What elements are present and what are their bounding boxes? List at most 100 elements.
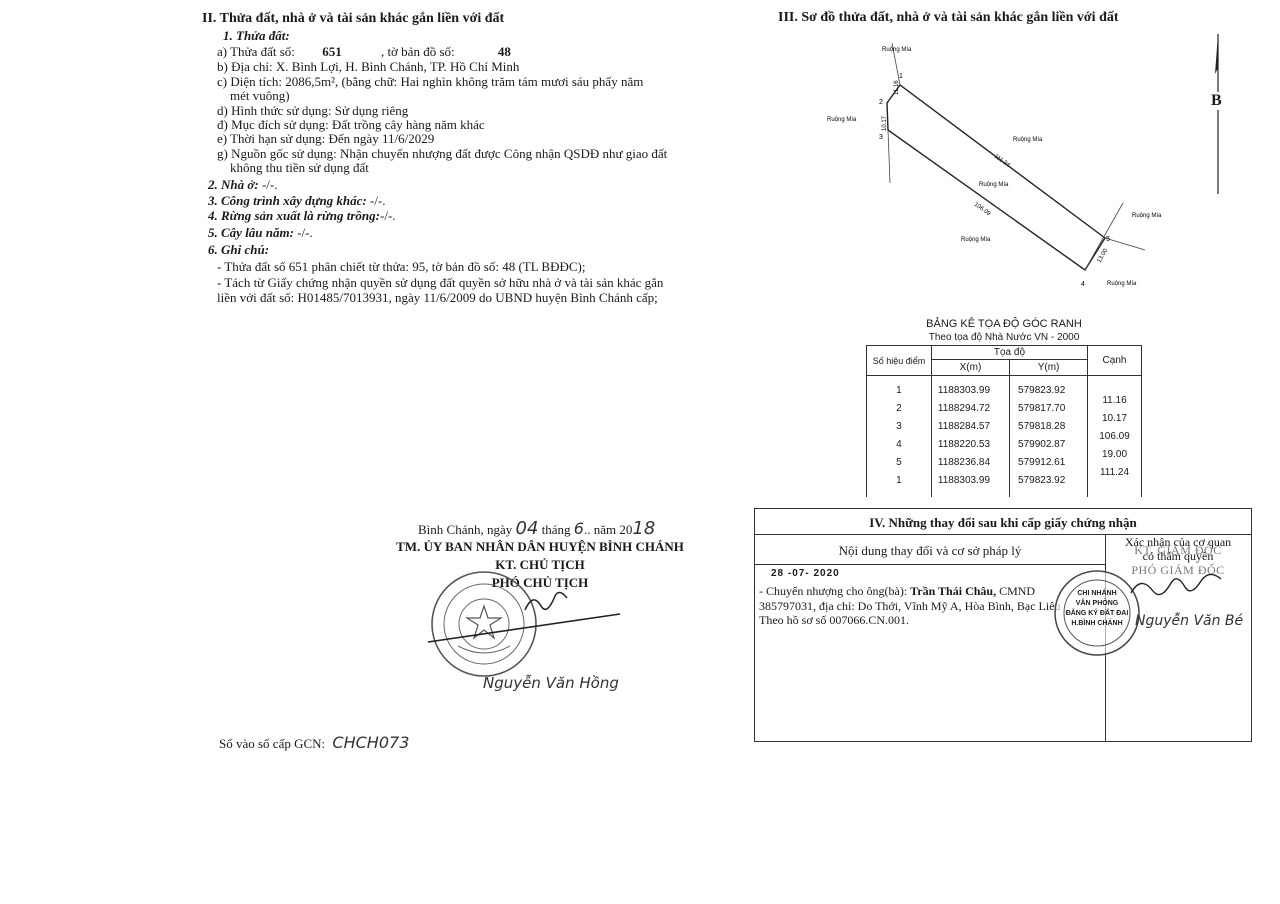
parcel-number: 651 <box>322 44 342 59</box>
house-label: 2. Nhà ở: <box>208 177 259 192</box>
table-cell: 1 <box>896 385 902 396</box>
changes-content-header: Nội dung thay đổi và cơ sở pháp lý <box>838 543 1022 558</box>
date-place-label: Bình Chánh, ngày <box>418 522 513 537</box>
building-label: 3. Công trình xây dựng khác: <box>208 193 367 208</box>
north-arrow-icon <box>1215 34 1219 194</box>
office-seal-icon <box>1054 570 1140 656</box>
note-2: - Tách từ Giấy chứng nhận quyền sử dụng … <box>217 275 664 290</box>
map-label: , tờ bản đồ số: <box>380 44 455 59</box>
table-cell: 4 <box>896 439 902 450</box>
parcel-line: a) Thửa đất số: 651 , tờ bản đồ số: 48 <box>217 44 511 59</box>
building-value: -/-. <box>366 193 386 208</box>
coord-header-edge: Cạnh <box>1087 345 1142 376</box>
office-seal-line: CHI NHÁNH <box>1077 590 1117 597</box>
change-entry-1-suffix: CMND <box>996 584 1036 598</box>
field-label: Ruộng Mía <box>1107 281 1137 287</box>
table-cell: 1 <box>896 475 902 486</box>
perennial-label: 5. Cây lâu năm: <box>208 225 294 240</box>
registry-label: Số vào sổ cấp GCN: <box>219 736 326 751</box>
change-entry-1-prefix: - Chuyển nhượng cho ông(bà): <box>759 584 908 598</box>
date-day: 04 <box>515 518 539 539</box>
field-label: Ruộng Mía <box>961 237 991 243</box>
coord-header-coords: Tọa độ <box>930 345 1089 360</box>
changes-header-divider <box>755 564 1105 565</box>
field-label: Ruộng Mía <box>1132 213 1162 219</box>
coord-table-subtitle: Theo tọa độ Nhà Nước VN - 2000 <box>928 332 1080 343</box>
date-year-label: năm 20 <box>593 522 633 537</box>
date-month: 6 <box>573 519 584 538</box>
coord-header-point: Số hiệu điểm <box>866 345 932 376</box>
boundary-line <box>1084 202 1124 271</box>
field-label: Ruộng Mía <box>1013 137 1043 143</box>
edge-label: 11.16 <box>894 80 900 95</box>
house-line: 2. Nhà ở: -/-. <box>208 177 277 192</box>
date-month-label: tháng <box>541 522 571 537</box>
issue-date: Bình Chánh, ngày 04 tháng 6.. năm 2018 <box>418 518 656 539</box>
forest-label: 4. Rừng sản xuất là rừng trồng: <box>208 208 380 223</box>
forest-value: -/-. <box>380 208 396 223</box>
parcel-label: a) Thửa đất số: <box>217 44 295 59</box>
deputy-signature-icon <box>1130 573 1222 596</box>
edge-label: 13.00 <box>1097 247 1110 264</box>
coord-header-y: Y(m) <box>1009 359 1089 376</box>
boundary-line <box>1104 237 1146 251</box>
house-value: -/-. <box>258 177 278 192</box>
section-ii-title: II. Thửa đất, nhà ở và tài sản khác gắn … <box>202 11 505 26</box>
table-cell: 579902.87 <box>1018 439 1066 450</box>
registry-line: Số vào sổ cấp GCN: CHCH073 <box>219 733 410 752</box>
edge-label: 111.24 <box>993 154 1011 169</box>
point-label: 5 <box>1106 236 1110 243</box>
office-seal-text: CHI NHÁNH VĂN PHÒNG ĐĂNG KÝ ĐẤT ĐAI H.BÌ… <box>1051 589 1143 629</box>
table-cell: 111.24 <box>1099 467 1130 478</box>
area-line-cont: mét vuông) <box>230 88 290 103</box>
office-seal-line: ĐĂNG KÝ ĐẤT ĐAI <box>1065 610 1129 617</box>
deputy-signer-name: Nguyễn Văn Bé <box>1135 613 1244 629</box>
table-cell: 1188220.53 <box>937 439 991 450</box>
office-seal-line: H.BÌNH CHÁNH <box>1071 620 1123 627</box>
changes-divider <box>755 534 1251 535</box>
building-line: 3. Công trình xây dựng khác: -/-. <box>208 193 386 208</box>
field-label: Ruộng Mía <box>882 47 912 53</box>
change-entry-2: 385797031, địa chỉ: Do Thới, Vĩnh Mỹ A, … <box>759 599 1061 613</box>
registry-value: CHCH073 <box>332 733 410 752</box>
coord-col-x: 1188303.99 1188294.72 1188284.57 1188220… <box>930 375 1011 497</box>
land-heading: 1. Thửa đất: <box>223 28 290 43</box>
point-label: 3 <box>879 134 883 141</box>
edge-label: 106.09 <box>973 202 992 218</box>
point-label: 1 <box>899 73 903 80</box>
point-label: 4 <box>1081 281 1085 288</box>
origin-line-cont: không thu tiền sử dụng đất <box>230 160 369 175</box>
origin-line: g) Nguồn gốc sử dụng: Nhận chuyển nhượng… <box>217 146 668 161</box>
forest-line: 4. Rừng sản xuất là rừng trồng:-/-. <box>208 208 396 223</box>
usage-term-line: e) Thời hạn sử dụng: Đến ngày 11/6/2029 <box>217 131 435 146</box>
deputy-director-stamp: PHÓ GIÁM ĐỐC <box>1131 563 1225 577</box>
map-number: 48 <box>497 44 511 59</box>
table-cell: 579912.61 <box>1018 457 1066 468</box>
north-label: B <box>1211 92 1222 110</box>
table-cell: 5 <box>896 457 902 468</box>
table-cell: 19.00 <box>1101 449 1128 460</box>
change-stamp-date: 28 -07- 2020 <box>771 568 840 579</box>
change-entry-1: - Chuyển nhượng cho ông(bà): Trần Thái C… <box>759 584 1035 599</box>
section-iii-title: III. Sơ đồ thửa đất, nhà ở và tài sản kh… <box>778 10 1119 25</box>
boundary-line <box>887 129 891 184</box>
coord-col-y: 579823.92 579817.70 579818.28 579902.87 … <box>1009 375 1089 497</box>
note-1: - Thửa đất số 651 phân chiết từ thửa: 95… <box>217 259 586 274</box>
coord-col-point: 1 2 3 4 5 1 <box>866 375 932 497</box>
table-cell: 579823.92 <box>1018 475 1066 486</box>
usage-purpose-line: đ) Mục đích sử dụng: Đất trồng cây hàng … <box>217 117 485 132</box>
coord-table-title: BẢNG KÊ TỌA ĐỘ GÓC RANH <box>926 318 1082 330</box>
notes-label: 6. Ghi chú: <box>208 242 270 257</box>
field-label: Ruộng Mía <box>979 182 1009 188</box>
table-cell: 579823.92 <box>1018 385 1066 396</box>
changes-title: IV. Những thay đổi sau khi cấp giấy chứn… <box>869 515 1137 530</box>
table-cell: 106.09 <box>1099 431 1130 442</box>
coord-col-edge: 11.16 10.17 106.09 19.00 111.24 <box>1087 375 1142 497</box>
area-line: c) Diện tích: 2086,5m², (bằng chữ: Hai n… <box>217 74 644 89</box>
table-cell: 10.17 <box>1101 413 1128 424</box>
kt-director-stamp: KT. GIÁM ĐỐC <box>1134 543 1222 557</box>
point-label: 2 <box>879 99 883 106</box>
chairman-signature-icon <box>427 591 621 643</box>
table-cell: 579818.28 <box>1018 421 1066 432</box>
changes-confirm-header: Xác nhận của cơ quan có thẩm quyền <box>1105 535 1251 563</box>
